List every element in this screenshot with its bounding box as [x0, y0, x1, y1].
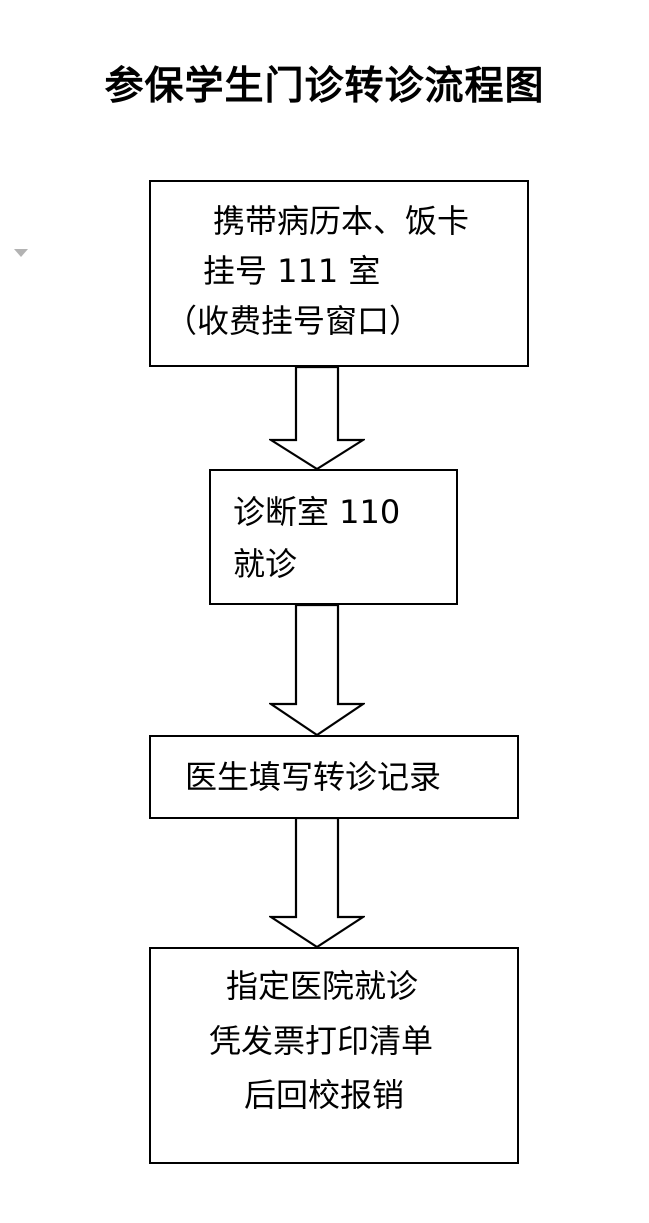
step-2-line-2: 就诊: [233, 545, 298, 583]
step-box-diagnosis: 诊断室 110 就诊: [209, 469, 458, 605]
step-box-hospital-reimbursement: 指定医院就诊 凭发票打印清单 后回校报销: [149, 947, 519, 1164]
step-3-line-1: 医生填写转诊记录: [185, 758, 442, 796]
step-4-line-2: 凭发票打印清单: [209, 1022, 434, 1060]
step-4-line-3: 后回校报销: [244, 1076, 405, 1114]
flow-arrow-3: [269, 817, 365, 948]
flow-arrow-2: [269, 604, 365, 736]
flow-arrow-1: [269, 366, 365, 470]
step-4-line-1: 指定医院就诊: [226, 967, 419, 1005]
collapse-marker-icon: [14, 249, 28, 257]
step-box-registration: 携带病历本、饭卡 挂号 111 室 （收费挂号窗口）: [149, 180, 529, 367]
step-1-line-1: 携带病历本、饭卡: [213, 202, 470, 240]
step-1-line-2: 挂号 111 室: [203, 252, 381, 290]
diagram-title: 参保学生门诊转诊流程图: [104, 63, 545, 109]
step-2-line-1: 诊断室 110: [233, 493, 401, 531]
step-1-line-3: （收费挂号窗口）: [165, 302, 422, 340]
step-box-referral-record: 医生填写转诊记录: [149, 735, 519, 819]
